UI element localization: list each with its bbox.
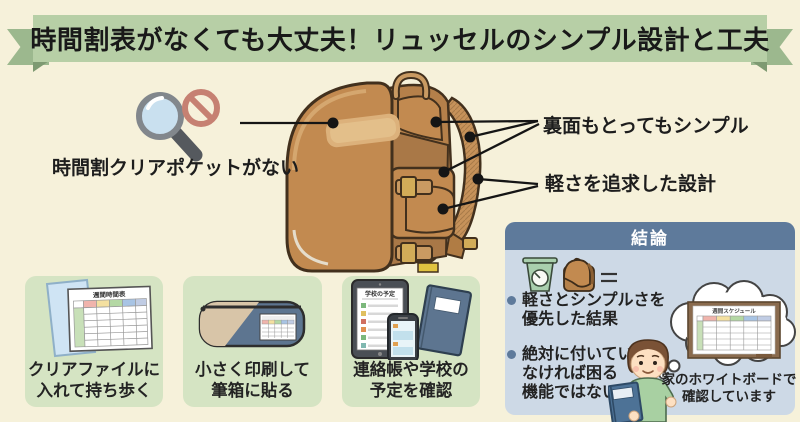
main-flap (285, 81, 394, 273)
lines-icon (601, 272, 617, 283)
scale-icon (522, 257, 558, 292)
boy-bangs (632, 345, 664, 358)
ribbon-fold-right (751, 61, 767, 72)
bullet-icon (507, 296, 516, 305)
back-cushion (397, 95, 444, 142)
page-title: 時間割表がなくても大丈夫！リュッセルのシンプル設計と工夫 (30, 25, 770, 55)
magnifier-prohibition-icon (136, 89, 220, 162)
bottom-detail (417, 262, 439, 273)
tip-card-pencil-case: 小さく印刷して筆箱に貼る (183, 276, 322, 407)
flap-edge-highlight (292, 89, 367, 171)
strap-end (444, 230, 468, 260)
conclusion-title: 結論 (631, 228, 669, 248)
tip-caption: 小さく印刷して筆箱に貼る (194, 361, 310, 400)
whiteboard-eraser (756, 354, 772, 358)
randoseru-illustration (285, 70, 482, 273)
conclusion-header: 結論 (505, 222, 795, 250)
boy-left-hand (628, 410, 640, 422)
devices-illustration: 学校の予定 (351, 279, 472, 360)
prohibition-slash (187, 94, 215, 122)
tip-card-clear-file: 週間時間表 クリアファイルに入れ (25, 276, 163, 407)
pencil-case-beige (200, 302, 259, 346)
whiteboard: 週間スケジュール (687, 301, 781, 359)
conclusion-bullet-1: 軽さとシンプルさを優先した結果 (507, 291, 666, 329)
boy-character (608, 339, 677, 422)
boy-right-hand (665, 396, 677, 408)
mini-timetable-sticker (259, 313, 297, 341)
buckle-top (400, 176, 417, 198)
whiteboard-caption: 家のホワイトボードで 確認しています (661, 372, 797, 404)
boy-smile (642, 370, 654, 374)
strap-buckle (462, 237, 478, 250)
smartphone (387, 313, 419, 360)
magnifier-lens (136, 92, 184, 140)
timetable-title: 週間時間表 (93, 289, 126, 299)
conclusion-icons (522, 257, 617, 292)
tip-caption: 連絡帳や学校の予定を確認 (353, 361, 469, 400)
notebook (416, 284, 472, 357)
lens-highlight (146, 96, 164, 110)
ribbon-fold-left (33, 61, 49, 72)
pencil-case-illustration (198, 300, 306, 348)
bullet-icon (507, 350, 516, 359)
magnifier-handle (169, 126, 203, 162)
bubble-trail-large (667, 359, 681, 373)
label-no-pocket: 時間割クリアポケットがない (52, 158, 300, 179)
zipper-pull (200, 306, 206, 312)
flap-highlight-inner (330, 117, 397, 144)
tip-card-devices: 学校の予定 (342, 276, 480, 407)
buckle-bottom (400, 242, 417, 264)
conclusion-bullet-2: 絶対に付いていなければ困る機能ではない (507, 345, 634, 402)
top-handle (393, 72, 429, 98)
randoseru-icon (563, 257, 595, 292)
thought-bubble: 週間スケジュール (658, 280, 796, 380)
label-light-design: 軽さを追求した設計 (545, 174, 717, 195)
tip-caption: クリアファイルに入れて持ち歩く (28, 361, 160, 400)
label-back-simple: 裏面もとってもシンプル (543, 116, 749, 137)
clear-file-illustration: 週間時間表 (45, 278, 153, 358)
prohibition-icon (182, 89, 220, 127)
timetable-sheet: 週間時間表 (67, 285, 153, 353)
whiteboard-title: 週間スケジュール (712, 307, 756, 315)
reflective-strip (292, 229, 329, 266)
tablet-title: 学校の予定 (365, 290, 395, 298)
title-banner: 時間割表がなくても大丈夫！リュッセルのシンプル設計と工夫 (30, 15, 770, 62)
